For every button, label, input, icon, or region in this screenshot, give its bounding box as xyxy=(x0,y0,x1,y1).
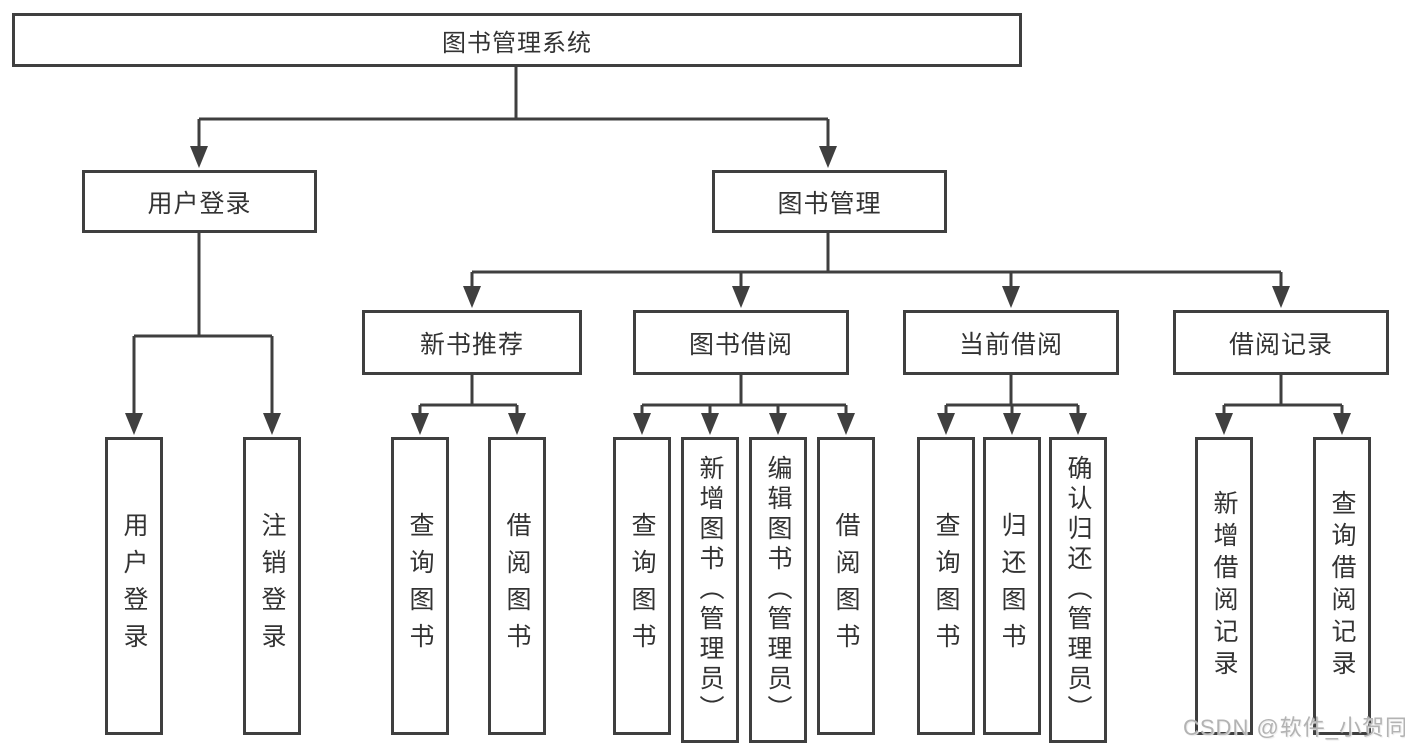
node-book-management: 图书管理 xyxy=(712,170,947,233)
leaf-label: 新增图书（管理员） xyxy=(696,455,724,725)
node-current-borrow: 当前借阅 xyxy=(903,310,1119,375)
leaf-label: 查询图书 xyxy=(628,512,656,660)
leaf-logout: 注销登录 xyxy=(243,437,301,735)
node-borrow-records: 借阅记录 xyxy=(1173,310,1389,375)
leaf-add-borrow-record: 新增借阅记录 xyxy=(1195,437,1253,735)
leaf-label: 新增借阅记录 xyxy=(1210,490,1238,682)
node-book-borrow: 图书借阅 xyxy=(633,310,849,375)
leaf-label: 归还图书 xyxy=(998,512,1026,660)
leaf-label: 借阅图书 xyxy=(832,512,860,660)
leaf-label: 确认归还（管理员） xyxy=(1064,455,1092,725)
watermark: CSDN @软件_小贺同学 xyxy=(1183,715,1405,740)
leaf-borrow-books-recommend: 借阅图书 xyxy=(488,437,546,735)
leaf-label: 编辑图书（管理员） xyxy=(764,455,792,725)
leaf-query-borrow-record: 查询借阅记录 xyxy=(1313,437,1371,735)
leaf-query-books-borrow: 查询图书 xyxy=(613,437,671,735)
leaf-borrow-books-borrow: 借阅图书 xyxy=(817,437,875,735)
leaf-user-login-action: 用户登录 xyxy=(105,437,163,735)
leaf-confirm-return-admin: 确认归还（管理员） xyxy=(1049,437,1107,743)
node-user-login: 用户登录 xyxy=(82,170,317,233)
leaf-query-books-recommend: 查询图书 xyxy=(391,437,449,735)
node-root: 图书管理系统 xyxy=(12,13,1022,67)
leaf-label: 用户登录 xyxy=(120,512,148,660)
leaf-add-book-admin: 新增图书（管理员） xyxy=(681,437,739,743)
leaf-edit-book-admin: 编辑图书（管理员） xyxy=(749,437,807,743)
leaf-label: 借阅图书 xyxy=(503,512,531,660)
leaf-query-books-current: 查询图书 xyxy=(917,437,975,735)
leaf-label: 查询借阅记录 xyxy=(1328,490,1356,682)
leaf-label: 注销登录 xyxy=(258,512,286,660)
node-new-book-recommend: 新书推荐 xyxy=(362,310,582,375)
leaf-label: 查询图书 xyxy=(406,512,434,660)
leaf-label: 查询图书 xyxy=(932,512,960,660)
leaf-return-book: 归还图书 xyxy=(983,437,1041,735)
